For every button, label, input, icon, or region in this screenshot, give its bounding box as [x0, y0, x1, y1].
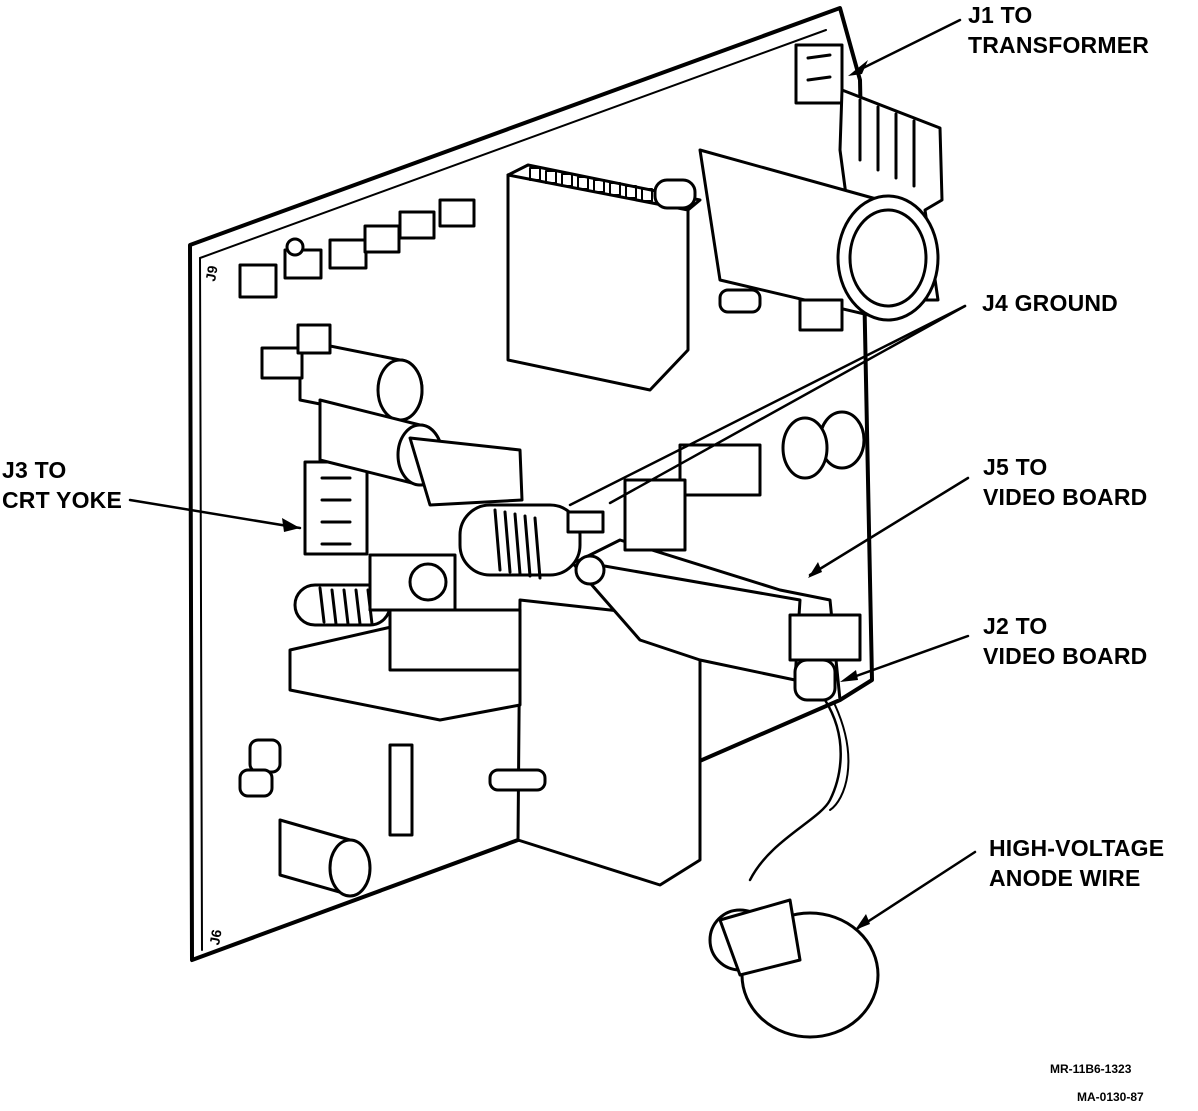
callout-j2: J2 TO VIDEO BOARD	[983, 611, 1148, 671]
leader-lines	[128, 18, 977, 930]
capacitors-left	[260, 323, 444, 487]
coil-center	[458, 503, 606, 586]
electrolytic-capacitor-large	[698, 148, 940, 322]
connector-j1	[794, 43, 844, 105]
callout-j2-line2: VIDEO BOARD	[983, 643, 1148, 669]
board-marking-top: J9	[202, 264, 220, 282]
callout-hv-line2: ANODE WIRE	[989, 865, 1141, 891]
callout-j3-line1: J3 TO	[2, 457, 67, 483]
coil-left	[293, 553, 457, 627]
connector-j3	[303, 460, 369, 556]
callout-j1-line1: J1 TO	[968, 2, 1033, 28]
small-capacitor	[653, 178, 697, 210]
lower-components	[238, 608, 547, 898]
figure-id-ma: MA-0130-87	[1077, 1090, 1144, 1104]
figure-id-mr: MR-11B6-1323	[1050, 1062, 1132, 1076]
callout-j5-line2: VIDEO BOARD	[983, 484, 1148, 510]
callout-j5: J5 TO VIDEO BOARD	[983, 452, 1148, 512]
callout-j2-line1: J2 TO	[983, 613, 1048, 639]
right-components	[718, 288, 866, 702]
component-row	[238, 198, 476, 299]
flyback-transformer	[516, 443, 842, 887]
relay-block	[408, 436, 524, 507]
anode-cap	[708, 898, 880, 1039]
callout-j5-line1: J5 TO	[983, 454, 1048, 480]
callout-j1-line2: TRANSFORMER	[968, 32, 1150, 58]
anode-wire	[748, 698, 850, 882]
callout-j4: J4 GROUND	[982, 288, 1118, 318]
callout-j1: J1 TO TRANSFORMER	[968, 0, 1149, 60]
callout-j3-line2: CRT YOKE	[2, 487, 123, 513]
callout-j3: J3 TO CRT YOKE	[2, 455, 122, 515]
arrowheads	[282, 60, 870, 930]
callout-hv-anode: HIGH-VOLTAGE ANODE WIRE	[989, 833, 1164, 893]
callout-j4-line1: J4 GROUND	[982, 290, 1118, 316]
callout-hv-line1: HIGH-VOLTAGE	[989, 835, 1165, 861]
board-marking-bottom: J6	[206, 928, 224, 946]
ground-terminal-j4	[566, 510, 605, 534]
